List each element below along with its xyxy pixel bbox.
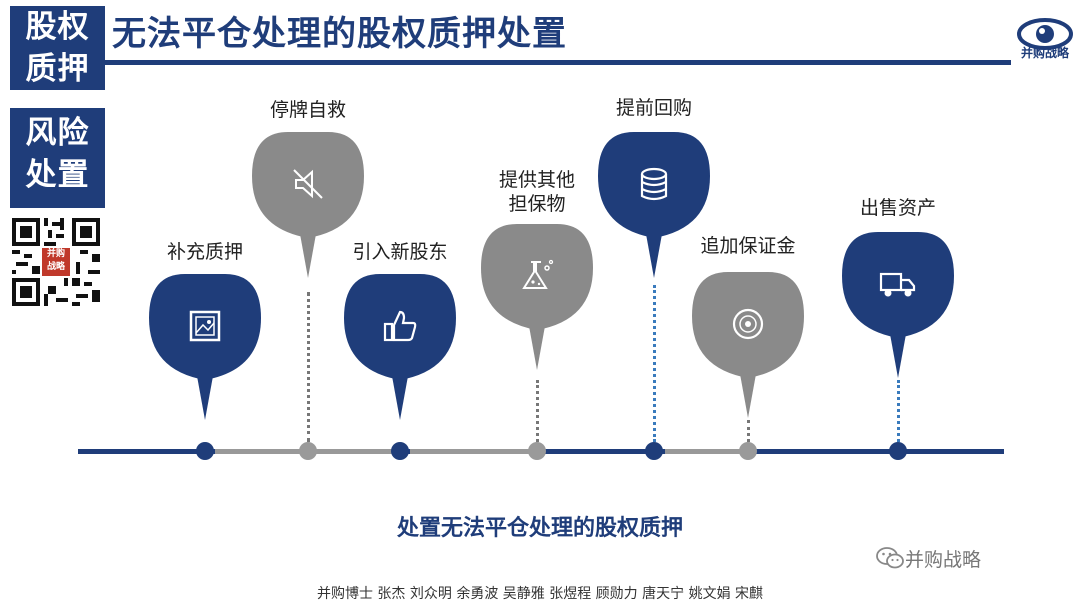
page-title: 无法平仓处理的股权质押处置: [112, 14, 567, 54]
timeline-dot: [889, 442, 907, 460]
disc-icon: [732, 308, 764, 340]
pin-label-line: 提前回购: [615, 97, 693, 119]
diagram-caption: 处置无法平仓处理的股权质押: [396, 516, 683, 541]
pin-label-line: 停牌自救: [269, 99, 347, 121]
pin-marker: [149, 274, 261, 420]
title-divider: [105, 60, 1011, 65]
wechat-icon: [876, 547, 904, 569]
timeline-segment: [410, 449, 530, 454]
pin-label-line: 引入新股东: [352, 241, 448, 263]
image-icon: [189, 310, 221, 342]
pin-label: 停牌自救: [270, 98, 346, 122]
timeline-dot: [645, 442, 663, 460]
qr-badge-line: 战略: [46, 262, 65, 272]
pin-label-line: 出售资产: [859, 197, 937, 219]
pin-connector: [897, 380, 900, 442]
timeline-dot: [528, 442, 546, 460]
pin-label-line: 提供其他: [498, 169, 576, 191]
pin-marker: [344, 274, 456, 420]
thumbs-up-icon: [383, 310, 417, 342]
timeline-segment: [665, 449, 745, 454]
pin-label: 出售资产: [860, 196, 936, 220]
pin-label: 提供其他担保物: [499, 168, 575, 216]
pin-connector: [747, 420, 750, 442]
pin-marker: [252, 132, 364, 278]
pin-label-line: 补充质押: [166, 241, 244, 263]
eye-icon: [1017, 18, 1073, 50]
side-label-line: 股权: [25, 9, 90, 45]
side-label-risk: 风险 处置: [10, 108, 105, 208]
flask-icon: [522, 259, 554, 289]
author-credits: 并购博士 张杰 刘众明 余勇波 吴静雅 张煜程 顾勋力 唐天宁 姚文娟 宋麒: [316, 586, 764, 602]
side-label-line: 处置: [25, 157, 90, 193]
database-icon: [640, 167, 668, 201]
pin-label: 补充质押: [167, 240, 243, 264]
speaker-mute-icon: [293, 169, 323, 199]
pin-connector: [307, 292, 310, 442]
timeline-dot: [196, 442, 214, 460]
qr-code: [12, 218, 100, 306]
side-label-line: 风险: [25, 115, 90, 151]
pin-marker: [842, 232, 954, 378]
timeline-dot: [391, 442, 409, 460]
side-label-pledge: 股权 质押: [10, 6, 105, 90]
pin-label-line: 担保物: [508, 193, 566, 215]
pin-label: 引入新股东: [352, 240, 447, 264]
pin-label: 提前回购: [616, 96, 692, 120]
pin-connector: [536, 380, 539, 442]
logo-text: 并购战略: [1020, 46, 1069, 60]
pin-marker: [481, 224, 593, 370]
pin-marker: [598, 132, 710, 278]
pin-marker: [692, 272, 804, 418]
wechat-account-name: 并购战略: [905, 549, 982, 571]
qr-badge-line: 并购: [46, 249, 65, 259]
qr-badge: 并购 战略: [42, 248, 70, 274]
pin-label-line: 追加保证金: [700, 235, 796, 257]
timeline-dot: [739, 442, 757, 460]
side-label-line: 质押: [25, 51, 90, 87]
timeline-dot: [299, 442, 317, 460]
truck-icon: [879, 272, 916, 297]
pin-label: 追加保证金: [700, 234, 795, 258]
pin-connector: [653, 285, 656, 442]
